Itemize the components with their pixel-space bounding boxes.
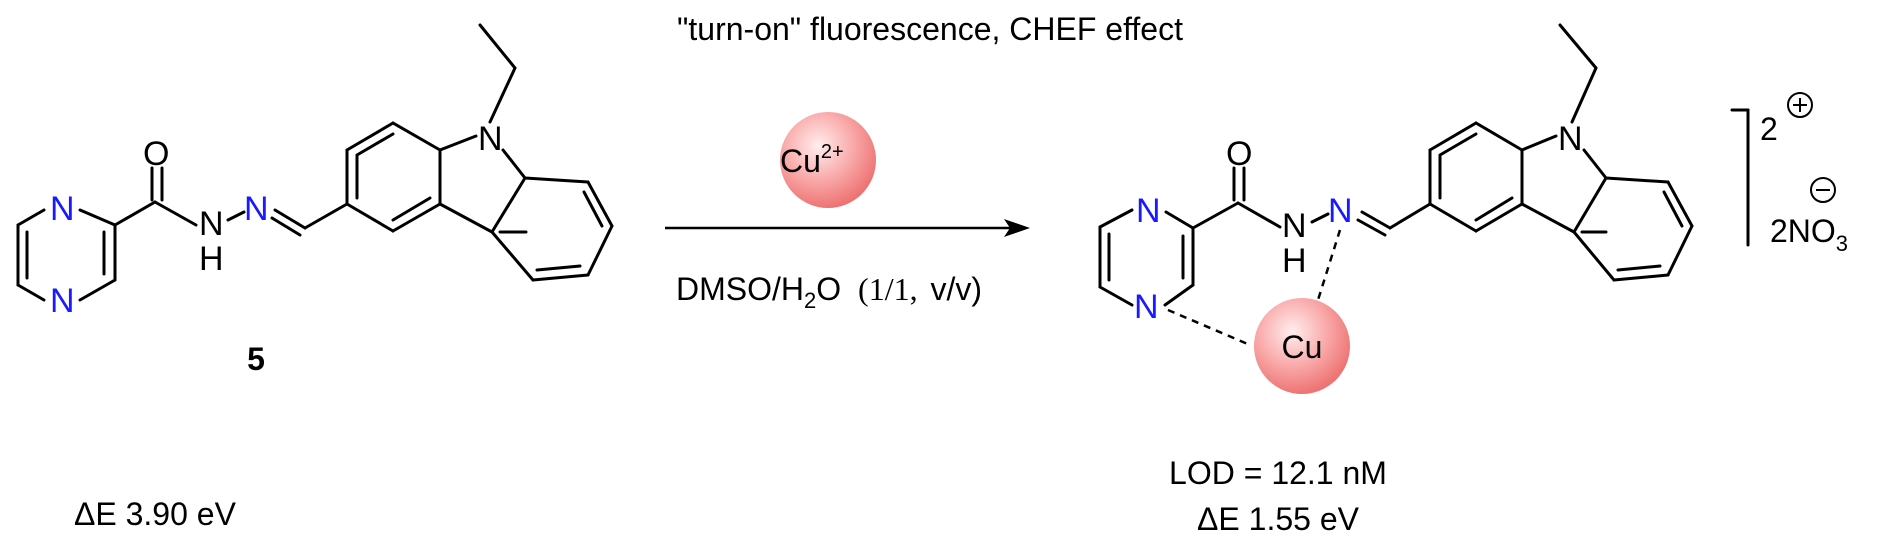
product-atom-carbazole-n: N [1558,120,1583,158]
product-molecule [1098,23,1750,307]
detection-limit: LOD = 12.1 nM [1169,455,1387,491]
counterion-label: 2NO3 [1770,213,1848,256]
reactant-molecule [16,23,614,302]
reactant-atom-carbazole-n: N [478,120,503,158]
product-atom-o: O [1226,135,1252,173]
copper-ion-sphere [780,112,876,208]
reactant-atom-nh: N [199,205,224,243]
coordination-bonds [1167,229,1342,347]
product-atom-nh: N [1282,207,1307,245]
minus-charge-icon [1810,177,1836,203]
product-atom-imine-n: N [1328,192,1353,230]
reactant-atom-n1: N [50,190,75,228]
scheme-caption: "turn-on" fluorescence, CHEF effect [677,11,1183,47]
reactant-energy-gap: ΔE 3.90 eV [74,496,237,532]
reactant-atom-n4: N [50,282,75,320]
copper-center-sphere [1254,298,1350,394]
product-energy-gap: ΔE 1.55 eV [1197,501,1360,537]
product-atom-n1: N [1136,192,1161,230]
complex-charge: 2 [1760,111,1778,147]
reactant-atom-imine-n: N [244,190,269,228]
reactant-atom-h: H [199,240,224,278]
reactant-atom-o: O [143,135,169,173]
reaction-arrow [665,219,1030,237]
reactant-compound-label: 5 [247,341,265,377]
plus-charge-icon [1787,92,1813,118]
copper-center-label: Cu [1282,329,1323,365]
product-atom-h: H [1282,242,1307,280]
solvent-label: DMSO/H2O (1/1, v/v) [676,271,982,313]
copper-ion-label: Cu2+ [780,141,844,179]
product-atom-n4: N [1134,288,1159,326]
